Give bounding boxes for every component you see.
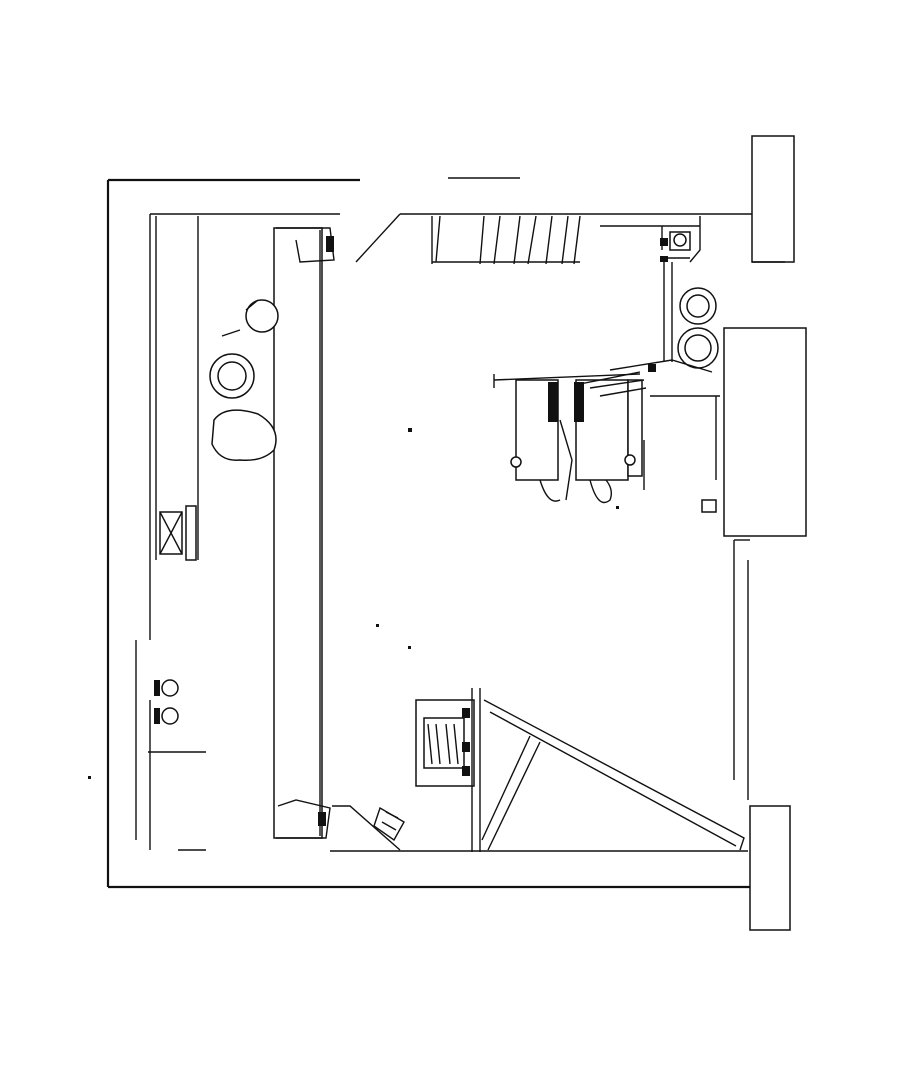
left-long-duct — [273, 227, 335, 839]
bottom-fittings — [332, 805, 405, 851]
top-right-pipework — [609, 216, 719, 373]
top-louver-vents — [431, 215, 581, 265]
top-diagonal-wall — [355, 213, 401, 263]
valve-box-left — [159, 505, 197, 561]
round-tank-left — [209, 299, 279, 462]
left-chamber-line — [155, 216, 199, 560]
wall-cabinet — [723, 327, 807, 537]
central-boiler-units — [493, 371, 720, 513]
small-pumps-left — [154, 679, 179, 725]
triangular-frame — [481, 699, 745, 851]
right-column-bottom — [749, 805, 791, 931]
heat-exchanger-unit — [415, 688, 481, 852]
room-walls — [106, 135, 807, 931]
stray-marks — [88, 428, 619, 779]
right-column-top — [751, 135, 795, 263]
